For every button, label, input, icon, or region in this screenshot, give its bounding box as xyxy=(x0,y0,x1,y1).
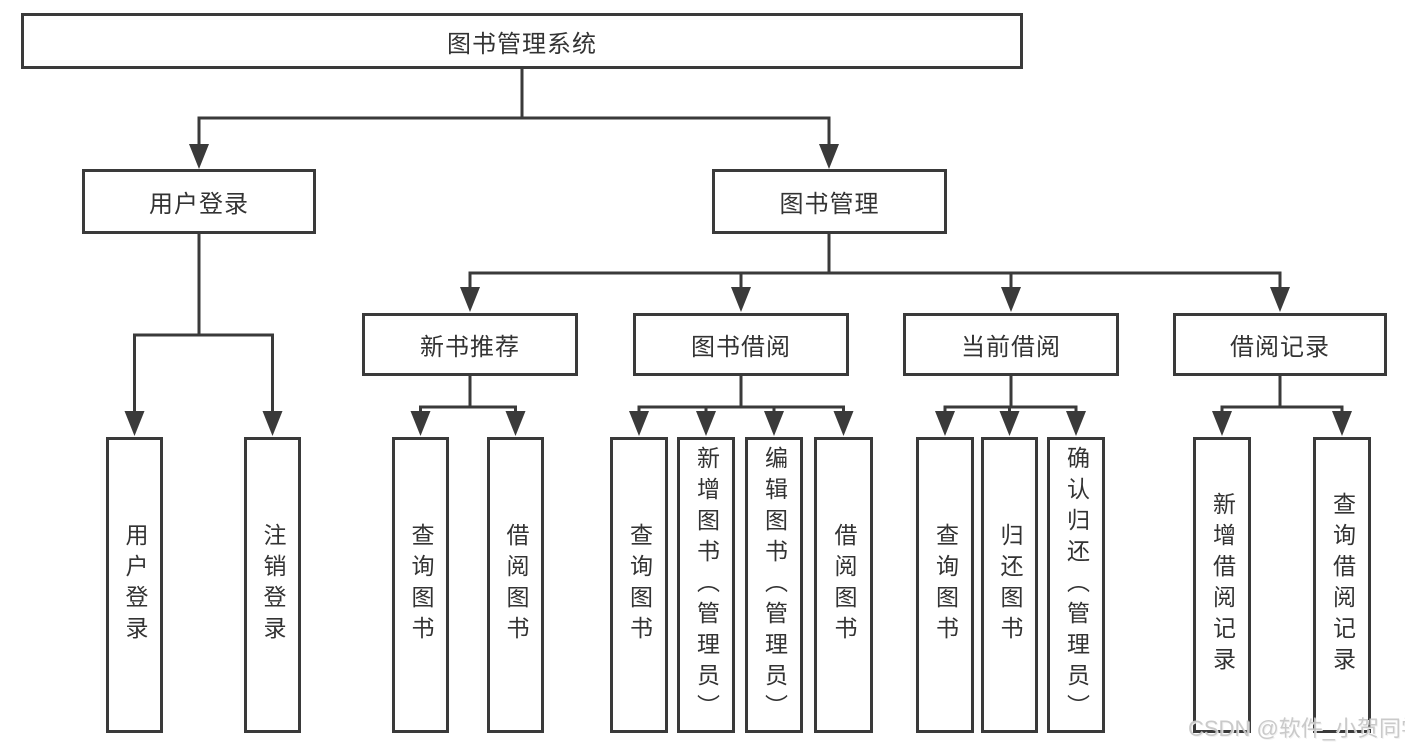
arrow-down-icons xyxy=(124,144,1352,436)
node-leaf-query-books-2: 查询图书 xyxy=(610,437,668,733)
node-leaf-add-borrow-record: 新增借阅记录 xyxy=(1193,437,1251,733)
node-book-management: 图书管理 xyxy=(712,169,947,234)
node-leaf-query-borrow-record: 查询借阅记录 xyxy=(1313,437,1371,733)
node-leaf-query-books-3: 查询图书 xyxy=(916,437,974,733)
node-leaf-borrow-books-2: 借阅图书 xyxy=(814,437,873,733)
node-leaf-confirm-return-admin: 确认归还（管理员） xyxy=(1047,437,1105,733)
node-leaf-return-books: 归还图书 xyxy=(981,437,1038,733)
node-leaf-edit-books-admin: 编辑图书（管理员） xyxy=(745,437,803,733)
node-new-book-recommend: 新书推荐 xyxy=(362,313,578,376)
node-borrow-records: 借阅记录 xyxy=(1173,313,1387,376)
csdn-watermark: CSDN @软件_小贺同学 xyxy=(1188,716,1405,741)
node-user-login: 用户登录 xyxy=(82,169,316,234)
node-current-borrow: 当前借阅 xyxy=(903,313,1119,376)
node-leaf-query-books-1: 查询图书 xyxy=(392,437,449,733)
node-root-system: 图书管理系统 xyxy=(21,13,1023,69)
node-leaf-add-books-admin: 新增图书（管理员） xyxy=(677,437,735,733)
node-leaf-user-login: 用户登录 xyxy=(106,437,163,733)
node-leaf-borrow-books-1: 借阅图书 xyxy=(487,437,544,733)
node-leaf-logout: 注销登录 xyxy=(244,437,301,733)
node-book-borrow: 图书借阅 xyxy=(633,313,849,376)
